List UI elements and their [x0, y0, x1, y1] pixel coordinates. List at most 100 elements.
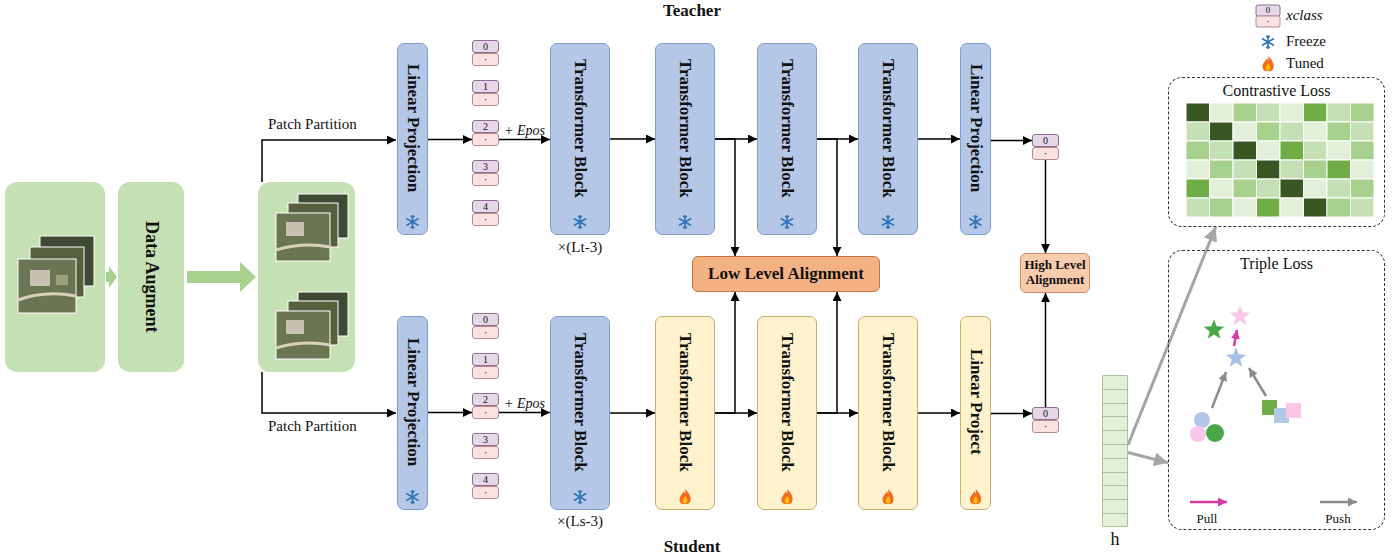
matrix-cell	[1186, 122, 1210, 141]
token-label: 4	[483, 475, 488, 485]
token-box: 1	[472, 80, 499, 93]
tuned-layer-box: Transformer Block	[757, 316, 817, 510]
token-label: 1	[483, 355, 488, 365]
connector-arrow	[817, 139, 837, 256]
matrix-cell	[1186, 198, 1210, 217]
frozen-layer-box: Linear Projection	[960, 43, 991, 235]
tuned-layer-box: Transformer Block	[858, 316, 918, 510]
token-label: ·	[484, 214, 488, 225]
flow-arrow	[187, 262, 256, 292]
token-box: 4	[472, 200, 499, 213]
token-label: 0	[1043, 409, 1048, 419]
tuned-icon	[970, 489, 981, 504]
matrix-cell	[1210, 179, 1234, 198]
token-box: 0	[472, 313, 499, 326]
image-stack	[276, 292, 348, 359]
frozen-layer-box: Linear Projection	[397, 316, 428, 510]
frozen-layer-box: Linear Projection	[397, 43, 428, 235]
matrix-cell	[1257, 122, 1281, 141]
image-detail	[276, 343, 330, 348]
matrix-cell	[1280, 141, 1304, 160]
token-box: 0	[472, 40, 499, 53]
token-box: 0	[1032, 134, 1059, 147]
box-label: Transformer Block	[571, 59, 590, 198]
matrix-cell	[1304, 122, 1328, 141]
branch-title: Student	[664, 537, 721, 557]
image-detail	[286, 320, 304, 334]
tuned-icon	[679, 489, 690, 504]
matrix-cell	[1210, 103, 1234, 122]
freeze-icon	[969, 215, 981, 229]
token-label: ·	[484, 447, 488, 458]
freeze-icon	[574, 490, 586, 504]
token-label: ·	[1044, 148, 1048, 159]
connector-arrow	[991, 413, 1032, 415]
legend-token	[1256, 5, 1280, 16]
box-label: Transformer Block	[676, 59, 695, 198]
connector-arrow	[715, 292, 735, 413]
matrix-cell	[1210, 122, 1234, 141]
matrix-cell	[1304, 198, 1328, 217]
box-label: Transformer Block	[778, 59, 797, 198]
token-box: ·	[472, 366, 499, 379]
token-box: 2	[472, 120, 499, 133]
image-stack	[276, 194, 348, 261]
token-label: 2	[483, 395, 488, 405]
freeze-icon	[406, 215, 418, 229]
matrix-cell	[1351, 198, 1375, 217]
matrix-cell	[1233, 179, 1257, 198]
alignment-box: High Level Alignment	[1020, 253, 1090, 293]
token-box: ·	[472, 486, 499, 499]
connector-arrow	[428, 139, 472, 141]
matrix-cell	[1327, 160, 1351, 179]
box-label: Transformer Block	[879, 333, 898, 472]
tuned-layer-box: Linear Project	[960, 316, 991, 510]
annotation: Push	[1325, 511, 1350, 527]
box-label: h	[1111, 529, 1120, 550]
panel-title: Contrastive Loss	[1223, 82, 1331, 100]
matrix-cell	[1304, 160, 1328, 179]
connector-arrow	[918, 138, 960, 140]
frozen-layer-box: Transformer Block	[655, 43, 715, 235]
token-label: ·	[484, 174, 488, 185]
connector-arrow	[1128, 227, 1216, 445]
token-label: 0	[483, 315, 488, 325]
matrix-cell	[1280, 122, 1304, 141]
connector-arrow	[610, 412, 655, 414]
box-label: Low Level Alignment	[708, 264, 864, 284]
matrix-cell	[1280, 160, 1304, 179]
legend-token-label: ·	[1266, 16, 1269, 27]
token-box: 3	[472, 160, 499, 173]
token-box: ·	[472, 173, 499, 186]
token-box: ·	[472, 406, 499, 419]
connector-arrow	[918, 412, 960, 414]
tuned-layer-box: Transformer Block	[655, 316, 715, 510]
token-label: ·	[484, 134, 488, 145]
token-label: ·	[484, 94, 488, 105]
legend-text: Tuned	[1286, 55, 1324, 72]
loss-panel: Contrastive Loss	[1168, 77, 1385, 227]
image-stack	[18, 236, 94, 313]
augment-box: Data Augment	[118, 182, 184, 372]
image-tile	[276, 311, 330, 359]
matrix-cell	[1233, 141, 1257, 160]
tuned-icon	[781, 489, 792, 504]
token-label: 1	[483, 82, 488, 92]
sample-square	[1286, 403, 1301, 418]
frozen-layer-box: Transformer Block	[550, 316, 610, 510]
matrix-cell	[1304, 103, 1328, 122]
connector-arrow	[1045, 160, 1047, 253]
freeze-icon	[679, 215, 691, 229]
token-box: 3	[472, 433, 499, 446]
frozen-layer-box: Transformer Block	[858, 43, 918, 235]
image-tile	[18, 259, 76, 313]
token-box: ·	[472, 133, 499, 146]
alignment-box: Low Level Alignment	[692, 256, 880, 292]
matrix-cell	[1233, 122, 1257, 141]
token-box: ·	[472, 93, 499, 106]
legend-token-label: 0	[1266, 5, 1271, 16]
token-box: ·	[472, 326, 499, 339]
token-label: ·	[1044, 421, 1048, 432]
anchor-star	[1230, 305, 1251, 325]
